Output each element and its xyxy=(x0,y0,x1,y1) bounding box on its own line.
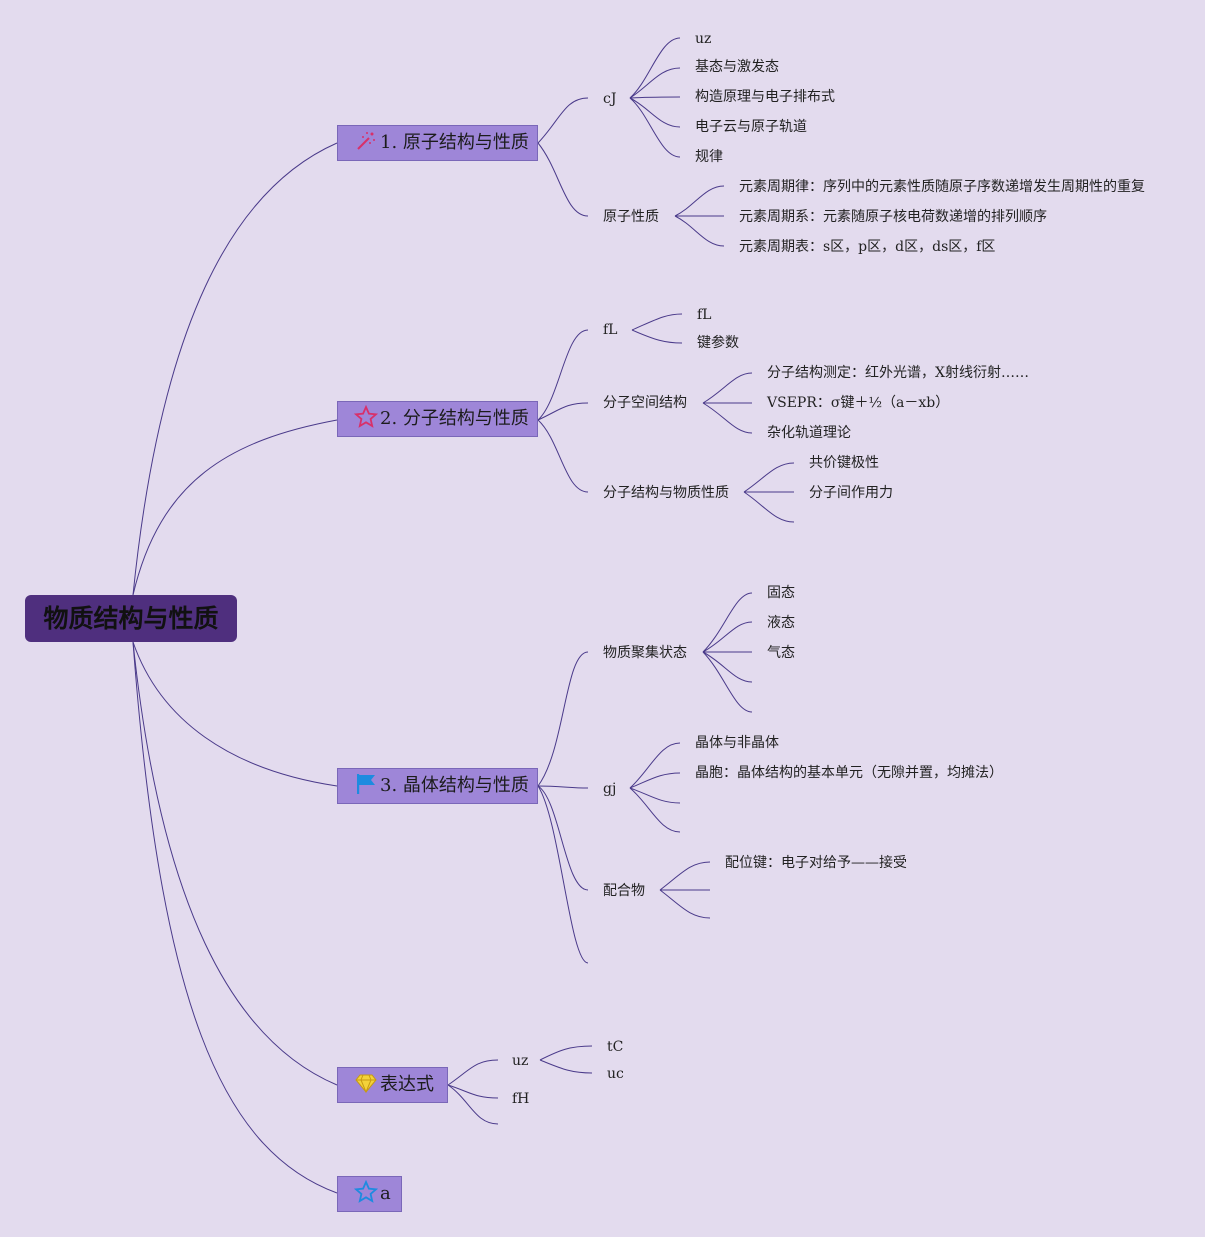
main-topic-expressions[interactable]: 表达式 xyxy=(337,1067,448,1103)
leaf-node[interactable]: 电子云与原子轨道 xyxy=(695,119,807,135)
leaf-node[interactable]: uc xyxy=(607,1066,624,1082)
gem-icon xyxy=(354,1071,378,1095)
main-topic-label: 1. 原子结构与性质 xyxy=(380,132,529,153)
leaf-node[interactable]: 键参数 xyxy=(697,335,739,351)
leaf-node[interactable]: 固态 xyxy=(767,585,795,601)
main-topic-atomic-structure[interactable]: 1. 原子结构与性质 xyxy=(337,125,538,161)
wand-sparkle-icon xyxy=(354,129,378,153)
subtopic-fl[interactable]: fL xyxy=(603,322,618,338)
leaf-node[interactable]: 分子结构测定：红外光谱，X射线衍射…… xyxy=(767,365,1029,381)
leaf-node[interactable]: 共价键极性 xyxy=(809,455,879,471)
main-topic-a[interactable]: a xyxy=(337,1176,402,1212)
leaf-node[interactable]: uz xyxy=(695,31,712,47)
leaf-node[interactable]: fL xyxy=(697,307,712,323)
star-outline-icon xyxy=(354,405,378,429)
leaf-node[interactable]: 规律 xyxy=(695,149,723,165)
leaf-node[interactable]: 分子间作用力 xyxy=(809,485,893,501)
subtopic-atomic-properties[interactable]: 原子性质 xyxy=(603,209,659,225)
leaf-node[interactable]: 元素周期律：序列中的元素性质随原子序数递增发生周期性的重复 xyxy=(739,179,1145,195)
leaf-node[interactable]: 晶胞：晶体结构的基本单元（无隙并置，均摊法） xyxy=(695,765,1003,781)
main-topic-label: 2. 分子结构与性质 xyxy=(380,408,529,429)
subtopic-aggregation-states[interactable]: 物质聚集状态 xyxy=(603,645,687,661)
subtopic-gj[interactable]: gj xyxy=(603,781,617,797)
leaf-node[interactable]: 液态 xyxy=(767,615,795,631)
leaf-node[interactable]: tC xyxy=(607,1039,624,1055)
root-label: 物质结构与性质 xyxy=(43,604,219,633)
main-topic-label: 表达式 xyxy=(380,1074,434,1095)
leaf-node[interactable]: VSEPR：σ键＋½（a－xb） xyxy=(767,395,950,411)
subtopic-coordination-compounds[interactable]: 配合物 xyxy=(603,883,645,899)
subtopic-structure-properties[interactable]: 分子结构与物质性质 xyxy=(603,485,729,501)
main-topic-label: a xyxy=(380,1183,391,1204)
leaf-node[interactable]: 晶体与非晶体 xyxy=(695,735,779,751)
subtopic-uz[interactable]: uz xyxy=(512,1053,529,1069)
flag-icon xyxy=(354,772,378,796)
subtopic-fh[interactable]: fH xyxy=(512,1091,530,1107)
leaf-node[interactable]: 元素周期表：s区，p区，d区，ds区，f区 xyxy=(739,239,996,255)
leaf-node[interactable]: 元素周期系：元素随原子核电荷数递增的排列顺序 xyxy=(739,209,1047,225)
subtopic-molecular-geometry[interactable]: 分子空间结构 xyxy=(603,395,687,411)
main-topic-molecular-structure[interactable]: 2. 分子结构与性质 xyxy=(337,401,538,437)
main-topic-label: 3. 晶体结构与性质 xyxy=(380,775,529,796)
leaf-node[interactable]: 杂化轨道理论 xyxy=(767,425,851,441)
main-topic-crystal-structure[interactable]: 3. 晶体结构与性质 xyxy=(337,768,538,804)
leaf-node[interactable]: 构造原理与电子排布式 xyxy=(695,89,835,105)
subtopic-cj[interactable]: cJ xyxy=(603,91,617,107)
leaf-node[interactable]: 气态 xyxy=(767,645,795,661)
leaf-node[interactable]: 配位键：电子对给予——接受 xyxy=(725,855,907,871)
leaf-node[interactable]: 基态与激发态 xyxy=(695,59,779,75)
star-outline-blue-icon xyxy=(354,1180,378,1204)
root-node[interactable]: 物质结构与性质 xyxy=(25,595,237,642)
